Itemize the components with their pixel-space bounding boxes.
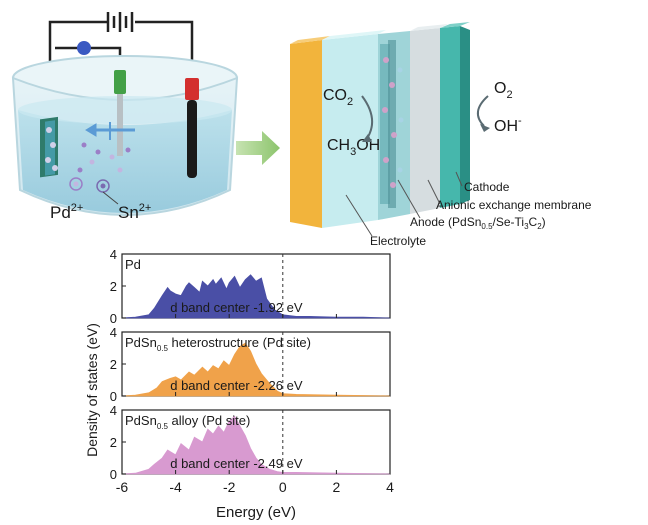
pd-ion-marker-icon — [69, 177, 83, 191]
electrodeposition-setup: Pd2+ Sn2+ — [11, 12, 239, 222]
x-tick-label: -4 — [169, 479, 182, 495]
ch3oh-label: CH3OH — [327, 137, 380, 158]
sn-ion-label: Sn2+ — [118, 202, 151, 222]
y-tick-label: 4 — [110, 325, 117, 340]
oh-label: OH- — [494, 115, 522, 135]
x-tick-label: -6 — [116, 479, 129, 495]
x-axis-label: Energy (eV) — [216, 504, 296, 521]
x-tick-label: 4 — [386, 479, 394, 495]
y-tick-label: 2 — [110, 435, 117, 450]
counter-electrode-green — [114, 70, 126, 156]
x-tick-label: -2 — [223, 479, 236, 495]
anode-label: Anode (PdSn0.5/Se-Ti3C2) — [410, 215, 546, 231]
reference-node-icon — [77, 41, 91, 55]
process-arrow-icon — [236, 131, 280, 165]
x-tick-label: 0 — [279, 479, 287, 495]
ion-migration-arrow — [85, 122, 135, 140]
pd-ion-label: Pd2+ — [50, 202, 83, 222]
d-band-center-label: d band center -2.26 eV — [170, 378, 303, 393]
x-tick-label: 2 — [333, 479, 341, 495]
membrane-label: Anionic exchange membrane — [436, 198, 592, 212]
y-tick-label: 0 — [110, 389, 117, 404]
y-tick-label: 4 — [110, 403, 117, 418]
y-tick-label: 0 — [110, 311, 117, 326]
dos-area-3 — [121, 415, 391, 475]
panel-title: PdSn0.5 alloy (Pd site) — [125, 413, 250, 431]
panel-title: PdSn0.5 heterostructure (Pd site) — [125, 335, 311, 353]
d-band-center-label: d band center -1.92 eV — [170, 300, 303, 315]
d-band-center-label: d band center -2.49 eV — [170, 456, 303, 471]
anode-nanostructure — [380, 40, 404, 208]
y-axis-label: Density of states (eV) — [84, 323, 100, 457]
counter-electrode-red — [185, 78, 199, 178]
battery-icon — [106, 12, 134, 32]
co2-label: CO2 — [323, 87, 353, 108]
electrolyte-label: Electrolyte — [370, 234, 426, 248]
o2-label: O2 — [494, 80, 513, 101]
y-tick-label: 0 — [110, 467, 117, 482]
y-tick-label: 2 — [110, 357, 117, 372]
ion-particles — [77, 142, 131, 173]
working-electrode — [40, 116, 58, 178]
o2-reduction-arrow-icon — [477, 95, 489, 127]
dos-area-2 — [121, 342, 391, 397]
panel-title: Pd — [125, 257, 141, 272]
fuel-cell: CO2 CH3OH O2 OH- Cathode Anionic exchang… — [290, 22, 592, 248]
y-tick-label: 4 — [110, 247, 117, 262]
y-tick-label: 2 — [110, 279, 117, 294]
dos-area-1 — [121, 274, 391, 319]
cathode-label: Cathode — [464, 180, 510, 194]
leader-lines — [345, 171, 463, 237]
